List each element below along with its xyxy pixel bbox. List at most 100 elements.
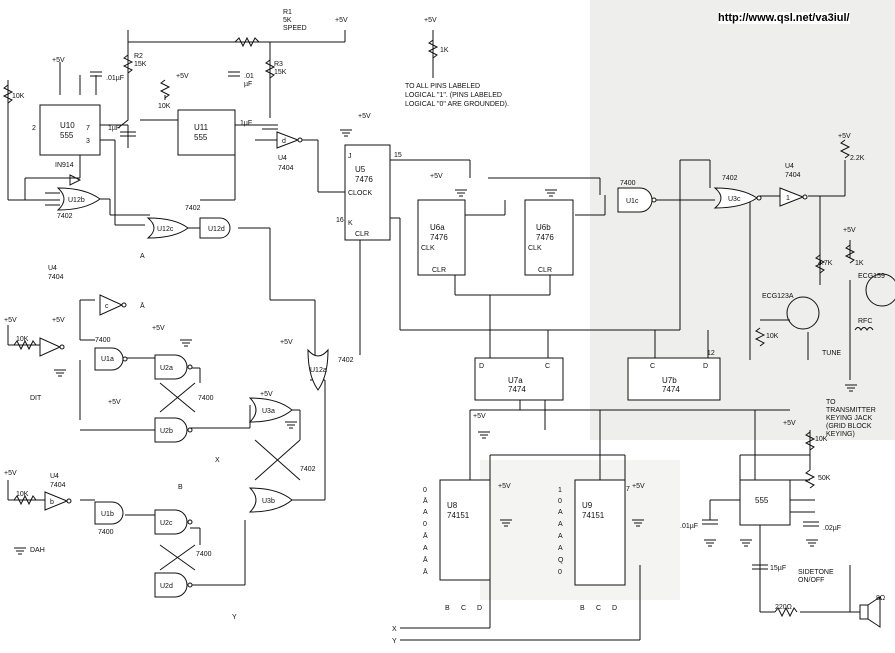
u6b-chip	[524, 199, 574, 276]
u9-in-7: 0	[558, 569, 562, 576]
p7402-c: 7402	[338, 357, 354, 364]
u8-sel-d: D	[477, 605, 482, 612]
u12c-label: U12c	[157, 226, 174, 233]
cap-01-label: .01	[244, 73, 254, 80]
u6b-name: U6b	[536, 223, 551, 232]
r-4-7k	[814, 254, 826, 274]
p7400-c: 7400	[98, 529, 114, 536]
u7a-d: D	[479, 363, 484, 370]
p7402-a: 7402	[57, 213, 73, 220]
u5-clr: CLR	[355, 231, 369, 238]
u3c-gate	[713, 187, 758, 209]
u8-in-6: Ā	[423, 556, 428, 564]
inverter-1	[779, 187, 805, 207]
u9-name: U9	[582, 501, 593, 510]
u1a-label: U1a	[101, 356, 114, 363]
u2a-gate	[154, 354, 188, 380]
u9-in-2: A	[558, 509, 563, 516]
r-10k-u11	[159, 79, 171, 99]
r1-label: R1	[283, 9, 292, 16]
u9-sel-b: B	[580, 605, 585, 612]
timer-555-part: 555	[755, 496, 769, 505]
out-a: A	[140, 253, 145, 260]
pin-7b: 7	[626, 486, 630, 493]
u9-in-1: 0	[558, 498, 562, 505]
u11-name: U11	[194, 123, 209, 132]
u1b-label: U1b	[101, 511, 114, 518]
u6b-clk: CLK	[528, 245, 542, 252]
p7402-e: 7402	[722, 175, 738, 182]
speaker-label: 8Ω	[876, 595, 885, 602]
ground-symbols	[14, 129, 857, 555]
u10-part: 555	[60, 131, 74, 140]
u8-in-0: 0	[423, 487, 427, 494]
u7b-c: C	[650, 363, 655, 370]
vcc-u9: +5V	[632, 483, 645, 490]
u12a-label: U12a	[310, 367, 327, 374]
r10k-u11-label: 10K	[158, 103, 171, 110]
inv-c-label: c	[105, 303, 109, 310]
inv-d-label: d	[282, 138, 286, 145]
tx-line-5: KEYING)	[826, 431, 855, 438]
u9-in-0: 1	[558, 487, 562, 494]
u3a-label: U3a	[262, 408, 275, 415]
ic-blocks	[39, 104, 791, 586]
r1k-label: 1K	[855, 260, 864, 267]
ecg159-label: ECG159	[858, 273, 885, 280]
u4-c: U4	[50, 473, 59, 480]
u6b-part: 7476	[536, 233, 554, 242]
u1b-gate	[94, 501, 124, 525]
u3c-label: U3c	[728, 196, 741, 203]
cap-02uf-label: .02µF	[823, 525, 841, 532]
speaker	[859, 604, 869, 620]
r-10k-dah	[13, 494, 37, 506]
inverter-d	[276, 131, 300, 149]
r50k-label: 50K	[818, 475, 831, 482]
r-2-2k	[839, 139, 851, 159]
r3-resistor	[264, 59, 276, 79]
p7404-c: 7404	[50, 482, 66, 489]
u6b-clr: CLR	[538, 267, 552, 274]
cap-01uf-555-label: .01µF	[680, 523, 698, 530]
inv-1-label: 1	[786, 195, 790, 202]
u12d-label: U12d	[208, 226, 225, 233]
u8-chip	[439, 479, 491, 581]
source-url[interactable]: http://www.qsl.net/va3iul/	[718, 12, 850, 24]
bus-x: X	[392, 626, 397, 633]
u5-k: K	[348, 220, 353, 227]
note-line-2: LOGICAL "1". (PINS LABELED	[405, 92, 502, 99]
u7b-part: 7474	[662, 385, 680, 394]
u5-part: 7476	[355, 175, 373, 184]
vcc-u8: +5V	[498, 483, 511, 490]
p7404-d: 7404	[785, 172, 801, 179]
u9-chip	[574, 479, 626, 586]
labels: U10 555 U11 555 U5 7476 CLOCK CLR J K U6…	[4, 9, 885, 645]
u9-in-3: A	[558, 521, 563, 528]
vcc-u7a: +5V	[473, 413, 486, 420]
vcc-u12: +5V	[280, 339, 293, 346]
vcc-u11: +5V	[176, 73, 189, 80]
u6a-part: 7476	[430, 233, 448, 242]
u8-sel-b: B	[445, 605, 450, 612]
p7400-b: 7400	[198, 395, 214, 402]
u1c-label: U1c	[626, 198, 639, 205]
r47k-label: 4.7K	[818, 260, 833, 267]
cap-15uf-label: 15µF	[770, 565, 786, 572]
pullup-1k	[427, 39, 439, 59]
u11-chip	[177, 109, 236, 156]
p7400-e: 7400	[620, 180, 636, 187]
u4-d: U4	[785, 163, 794, 170]
u9-in-5: A	[558, 545, 563, 552]
u9-sel-d: D	[612, 605, 617, 612]
r3-label: R3	[274, 61, 283, 68]
tx-line-3: KEYING JACK	[826, 415, 873, 422]
u7b-d: D	[703, 363, 708, 370]
vcc-top: +5V	[335, 17, 348, 24]
u4-a: U4	[278, 155, 287, 162]
u6a-clr: CLR	[432, 267, 446, 274]
r10k-u10-label: 10K	[12, 93, 25, 100]
ecg123a-transistor	[786, 296, 820, 330]
u6a-clk: CLK	[421, 245, 435, 252]
vcc-1k-b: +5V	[843, 227, 856, 234]
u9-part: 74151	[582, 511, 605, 520]
